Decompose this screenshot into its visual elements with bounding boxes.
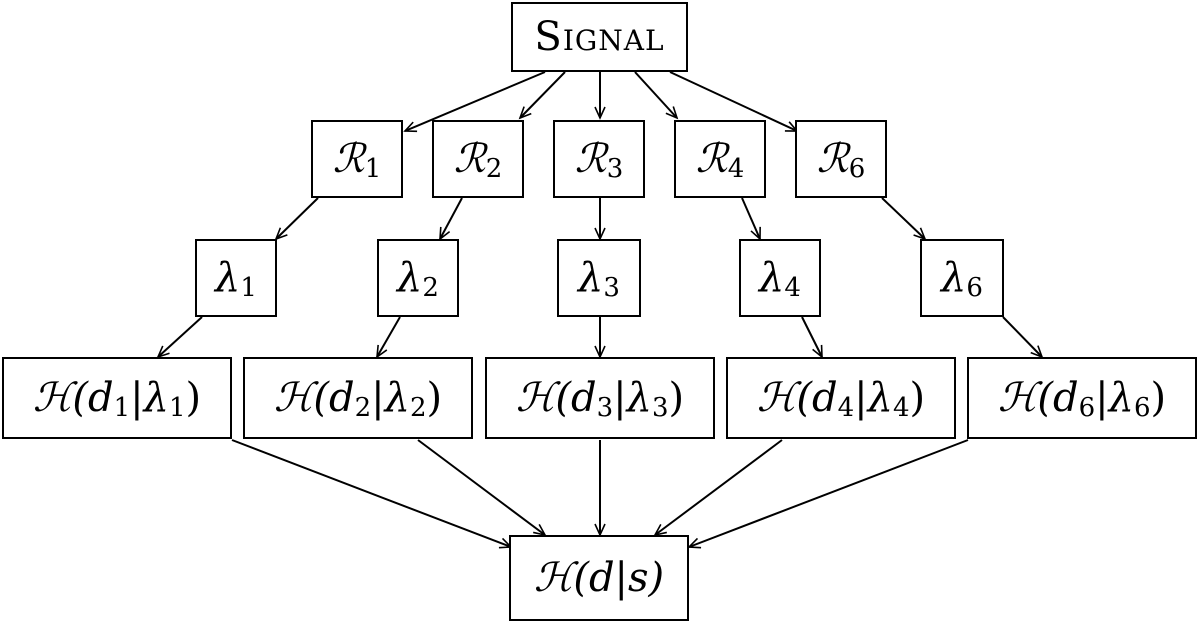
edge-h2-to-total	[417, 439, 547, 537]
edge-r4-to-lambda4	[741, 197, 761, 241]
edge-signal-to-r4	[634, 71, 679, 120]
edge-r2-to-lambda2	[439, 197, 463, 241]
edge-lambda1-to-h1	[156, 316, 203, 359]
edge-signal-to-r2	[518, 71, 566, 120]
edge-signal-to-r6	[669, 71, 799, 132]
edge-lambda6-to-h6	[1002, 316, 1044, 359]
edge-signal-to-r1	[403, 71, 546, 133]
edge-r6-to-lambda6	[881, 197, 927, 241]
edge-r1-to-lambda1	[274, 197, 319, 241]
edge-h6-to-total	[687, 439, 969, 549]
edge-lambda4-to-h4	[801, 316, 823, 359]
h-total-node: ℋ(d|s)	[509, 535, 689, 621]
h-total-label: ℋ(d|s)	[533, 555, 665, 601]
edge-lambda2-to-h2	[376, 316, 401, 359]
edge-h4-to-total	[653, 439, 783, 537]
edge-h1-to-total	[231, 439, 513, 549]
signal-label: Signal	[534, 14, 665, 60]
signal-node: Signal	[511, 2, 688, 72]
